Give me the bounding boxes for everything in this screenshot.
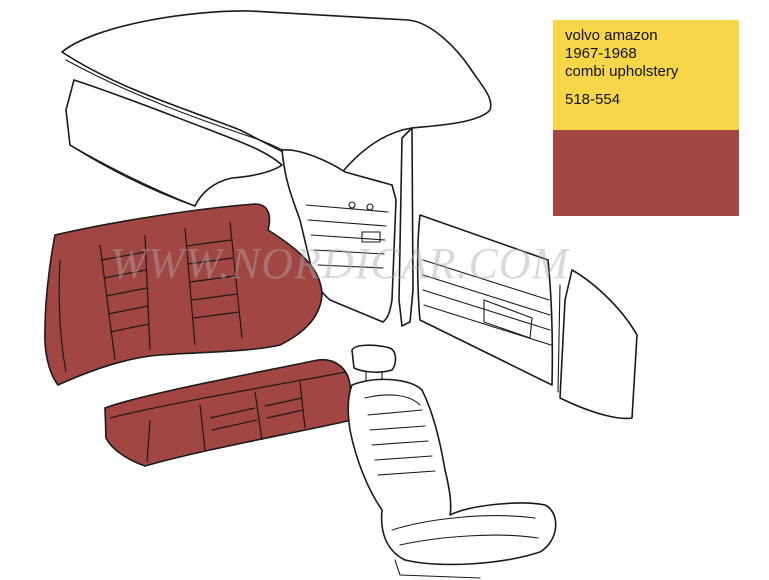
watermark: WWW.NORDICAR.COM	[110, 239, 570, 288]
part-number: 518-554	[565, 91, 621, 108]
c-pillar-panel	[559, 269, 638, 420]
rear-seat-cushion	[104, 359, 353, 467]
rear-seat-backrest	[44, 203, 323, 386]
roof-liner	[61, 10, 492, 176]
info-header: volvo amazon 1967-1968 combi upholstery …	[553, 20, 739, 130]
title-line-years: 1967-1968	[565, 45, 637, 62]
title-line-description: combi upholstery	[565, 63, 679, 80]
b-pillar-trim	[398, 127, 414, 327]
title-line-model: volvo amazon	[565, 27, 658, 44]
headrest	[351, 344, 397, 373]
info-panel: volvo amazon 1967-1968 combi upholstery …	[553, 20, 739, 216]
side-panel	[65, 79, 283, 207]
color-swatch	[553, 130, 739, 216]
front-seat	[347, 378, 557, 566]
door-panel	[281, 149, 397, 323]
